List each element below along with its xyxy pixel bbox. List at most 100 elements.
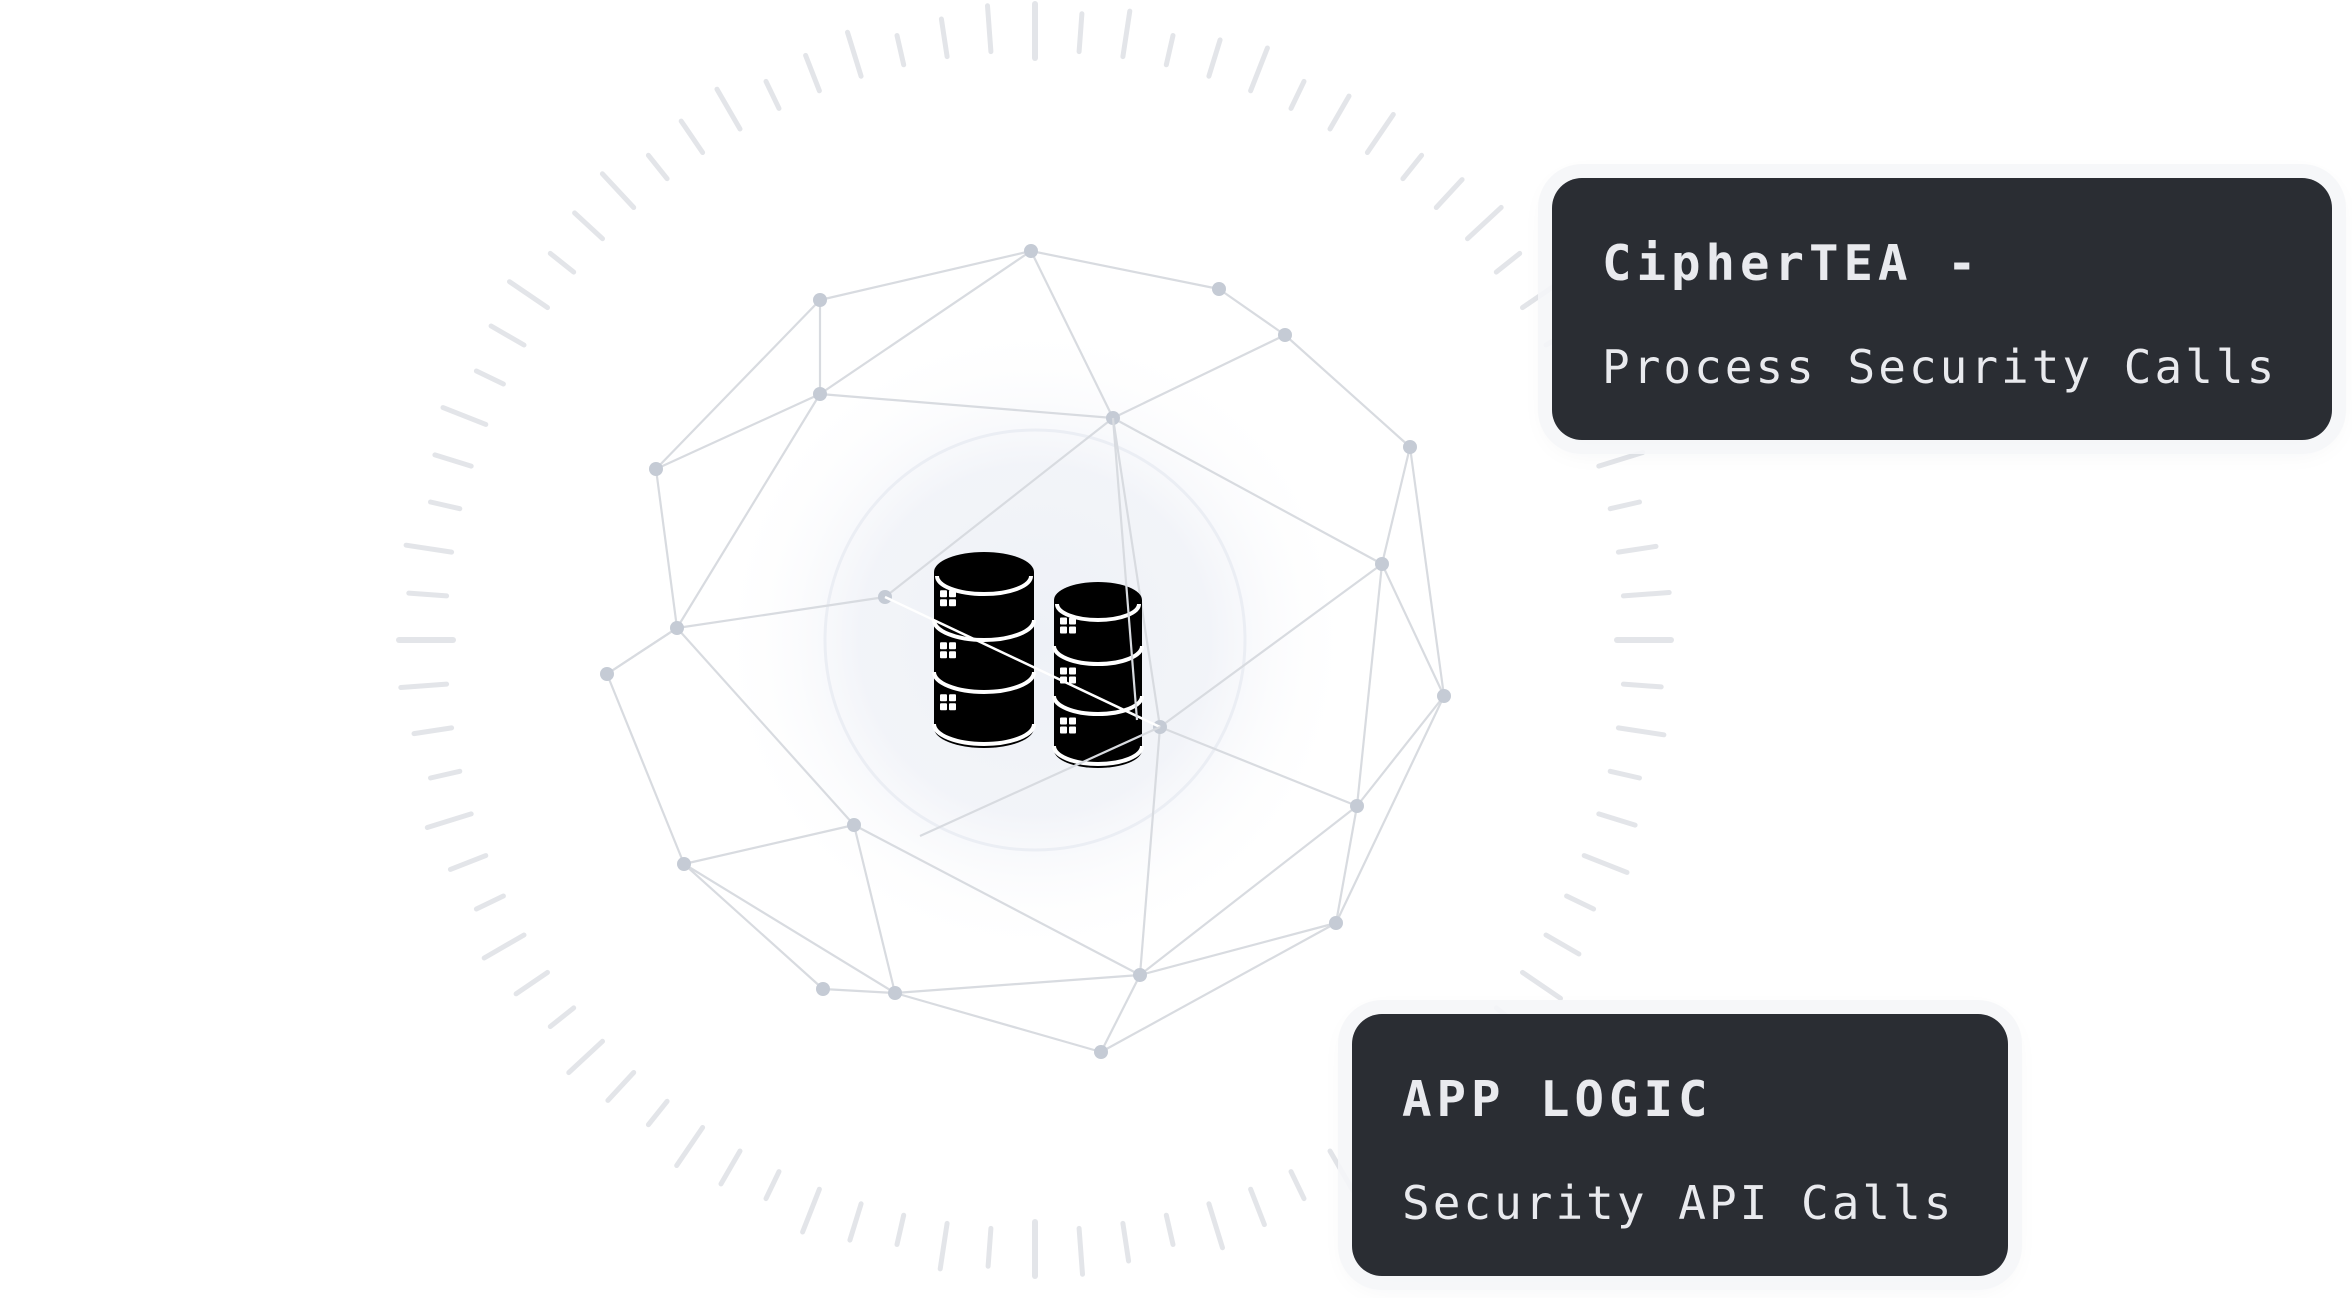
database-segment-divider [932,723,1036,746]
dial-tick [1596,811,1638,828]
database-segment-divider [932,619,1036,642]
mesh-node [847,818,861,832]
dial-tick [894,33,907,68]
database-stack-right-icon [1052,582,1144,768]
center-glow-ring [823,428,1247,852]
mesh-link [852,824,897,994]
ciphertea-card: CipherTEA - Process Security Calls [1552,178,2332,440]
dial-tick [800,1186,822,1235]
mesh-node [600,667,614,681]
mesh-node [1403,440,1417,454]
mesh-link [1100,922,1337,1053]
database-segment [1054,700,1142,768]
mesh-link [822,987,896,995]
database-window [1069,617,1076,625]
mesh-node [677,857,691,871]
dial-tick [547,250,577,275]
dial-tick [763,1169,782,1202]
dial-tick [473,893,506,912]
dial-tick [1520,969,1563,1001]
mesh-link [1030,249,1220,291]
dial-tick [1288,1169,1307,1202]
dial-tick [1615,725,1667,738]
mesh-link [676,627,855,826]
mesh-link [819,392,1114,420]
dial-tick [398,681,450,690]
mesh-node [1212,282,1226,296]
database-segment-divider [1052,645,1144,666]
dial-tick [1620,681,1664,690]
app-logic-card: APP LOGIC Security API Calls [1352,1014,2008,1276]
database-window [949,703,956,711]
mesh-link [1138,726,1162,976]
dial-tick [566,1038,605,1076]
dial-tick [403,542,455,555]
dial-tick [406,590,450,599]
dial-tick [1615,543,1659,555]
dial-tick [1364,112,1396,155]
dial-tick [937,1220,950,1272]
dial-tick [1120,8,1133,60]
database-top [934,552,1034,592]
dial-tick [547,1005,577,1030]
dial-tick [1607,768,1642,781]
database-window [1069,717,1076,725]
database-segment [934,624,1034,696]
mesh-link [683,863,896,994]
mesh-link [1408,446,1446,697]
mesh-node [816,982,830,996]
dial-tick [645,152,670,182]
dial-tick [985,1225,994,1269]
mesh-node [1350,799,1364,813]
database-window [1060,626,1067,634]
database-top [1054,582,1142,618]
mesh-link [819,249,1032,302]
mesh-link [683,863,824,990]
database-window [949,599,956,607]
mesh-node [1437,689,1451,703]
mesh-link [1111,417,1162,728]
dial-tick [1327,1148,1356,1194]
mesh-link [1159,725,1358,808]
mesh-link [606,627,678,675]
network-mesh-overlay-lines [884,417,1161,838]
mesh-link [1356,695,1445,807]
database-window [940,651,947,659]
dial-tick [1163,1212,1176,1247]
mesh-link [853,824,1141,976]
mesh-node [813,387,827,401]
database-window [1069,667,1076,675]
mesh-link [655,392,821,471]
database-top-rim [1055,603,1141,622]
dial-tick [1543,932,1582,957]
mesh-link [1139,805,1358,976]
dial-tick [1493,250,1523,275]
dial-tick [1248,45,1270,94]
dial-tick [1433,177,1465,210]
dial-tick [481,932,527,961]
mesh-node [1133,968,1147,982]
dial-tick [718,1148,743,1187]
mesh-node [649,462,663,476]
dial-tick [1581,853,1630,875]
dial-tick [572,210,605,242]
mesh-link [605,673,686,865]
mesh-node [670,621,684,635]
dial-tick [763,78,782,111]
database-window [1060,726,1067,734]
dial-tick [678,118,706,155]
mesh-link [1100,974,1141,1053]
mesh-link [1159,563,1383,728]
dial-tick [894,1212,907,1247]
mesh-link [1139,921,1337,977]
dial-tick [1163,33,1176,68]
mesh-link [683,823,855,866]
mesh-link [894,991,1102,1054]
mesh-node [1329,916,1343,930]
dial-tick [513,969,550,997]
dial-tick [1076,11,1085,55]
dial-tick [605,1070,637,1103]
mesh-link [1381,563,1445,697]
